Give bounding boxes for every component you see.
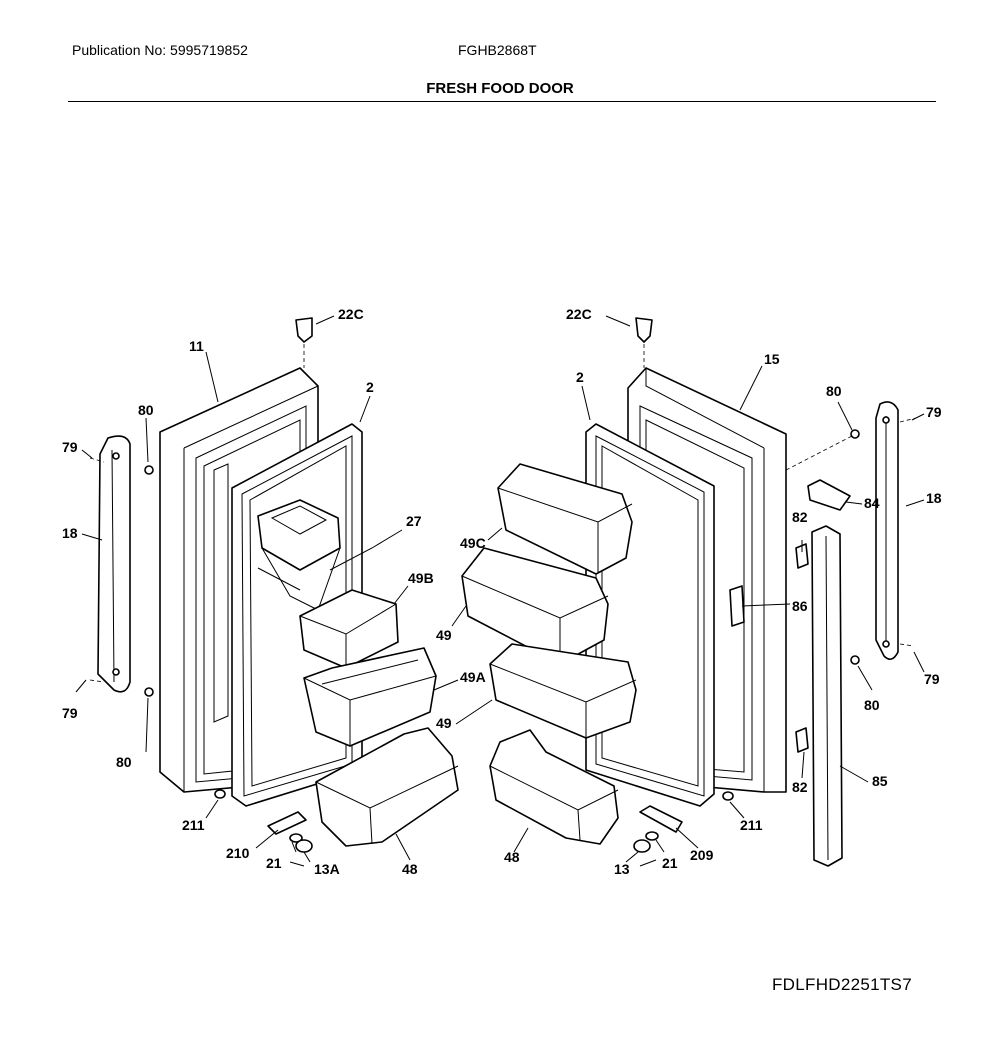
label-79-right-bottom: 79 bbox=[924, 671, 940, 687]
page-title: FRESH FOOD DOOR bbox=[426, 80, 574, 97]
label-49a: 49A bbox=[460, 669, 486, 685]
right-door-bin-48 bbox=[489, 729, 619, 845]
header-divider bbox=[68, 101, 936, 102]
left-door-dispenser-chute bbox=[257, 499, 341, 611]
right-door-trim-85 bbox=[811, 525, 843, 867]
right-handle-screws bbox=[785, 417, 917, 665]
label-18-left: 18 bbox=[62, 525, 78, 541]
label-21-right: 21 bbox=[662, 855, 678, 871]
label-49b: 49B bbox=[408, 570, 434, 586]
label-211-left: 211 bbox=[182, 817, 205, 833]
label-80-right-bottom: 80 bbox=[864, 697, 880, 713]
right-door-shelf-49-lower bbox=[489, 643, 637, 739]
diagram-code: FDLFHD2251TS7 bbox=[772, 975, 912, 994]
label-15: 15 bbox=[764, 351, 780, 367]
right-door-shelf-49-upper bbox=[461, 547, 609, 665]
model-number: FGHB2868T bbox=[458, 42, 537, 58]
label-80-left-top: 80 bbox=[138, 402, 154, 418]
label-80-left-bottom: 80 bbox=[116, 754, 132, 770]
left-door-top-hinge-pin bbox=[295, 317, 313, 368]
leader-lines bbox=[75, 315, 925, 867]
right-door-handle-bracket-84 bbox=[807, 479, 851, 511]
left-door-shelf-49b bbox=[299, 589, 399, 669]
publication-number: Publication No: 5995719852 bbox=[72, 42, 248, 58]
label-49-lower: 49 bbox=[436, 715, 452, 731]
label-79-right-top: 79 bbox=[926, 404, 942, 420]
label-2-left: 2 bbox=[366, 379, 374, 395]
left-door-handle bbox=[97, 435, 131, 693]
label-48-right: 48 bbox=[504, 849, 520, 865]
label-49c: 49C bbox=[460, 535, 486, 551]
label-13a: 13A bbox=[314, 861, 340, 877]
label-211-right: 211 bbox=[740, 817, 763, 833]
right-door-shelf-49c bbox=[497, 463, 633, 575]
label-49-upper: 49 bbox=[436, 627, 452, 643]
label-210: 210 bbox=[226, 845, 250, 861]
label-2-right: 2 bbox=[576, 369, 584, 385]
label-48-left: 48 bbox=[402, 861, 418, 877]
right-door-clips-82 bbox=[795, 543, 809, 753]
label-21-left: 21 bbox=[266, 855, 282, 871]
label-82-top: 82 bbox=[792, 509, 808, 525]
label-79-left-top: 79 bbox=[62, 439, 78, 455]
left-door-bin-48 bbox=[315, 727, 459, 847]
label-79-left-bottom: 79 bbox=[62, 705, 78, 721]
left-door-shelf-49a bbox=[303, 647, 437, 747]
left-handle-screws bbox=[89, 457, 154, 697]
label-86: 86 bbox=[792, 598, 808, 614]
label-80-right-top: 80 bbox=[826, 383, 842, 399]
label-84: 84 bbox=[864, 495, 880, 511]
left-door-bottom-hinge-parts bbox=[214, 789, 313, 853]
label-22c-left: 22C bbox=[338, 306, 364, 322]
right-door-bottom-hinge-parts bbox=[633, 791, 734, 853]
label-11: 11 bbox=[189, 338, 204, 354]
right-door-top-hinge-pin bbox=[635, 317, 653, 368]
label-13: 13 bbox=[614, 861, 630, 877]
right-door-switch-86 bbox=[729, 585, 745, 627]
label-22c-right: 22C bbox=[566, 306, 592, 322]
label-209: 209 bbox=[690, 847, 714, 863]
label-18-right: 18 bbox=[926, 490, 942, 506]
label-82-bottom: 82 bbox=[792, 779, 808, 795]
label-27: 27 bbox=[406, 513, 422, 529]
right-door-handle bbox=[875, 401, 899, 660]
label-85: 85 bbox=[872, 773, 888, 789]
